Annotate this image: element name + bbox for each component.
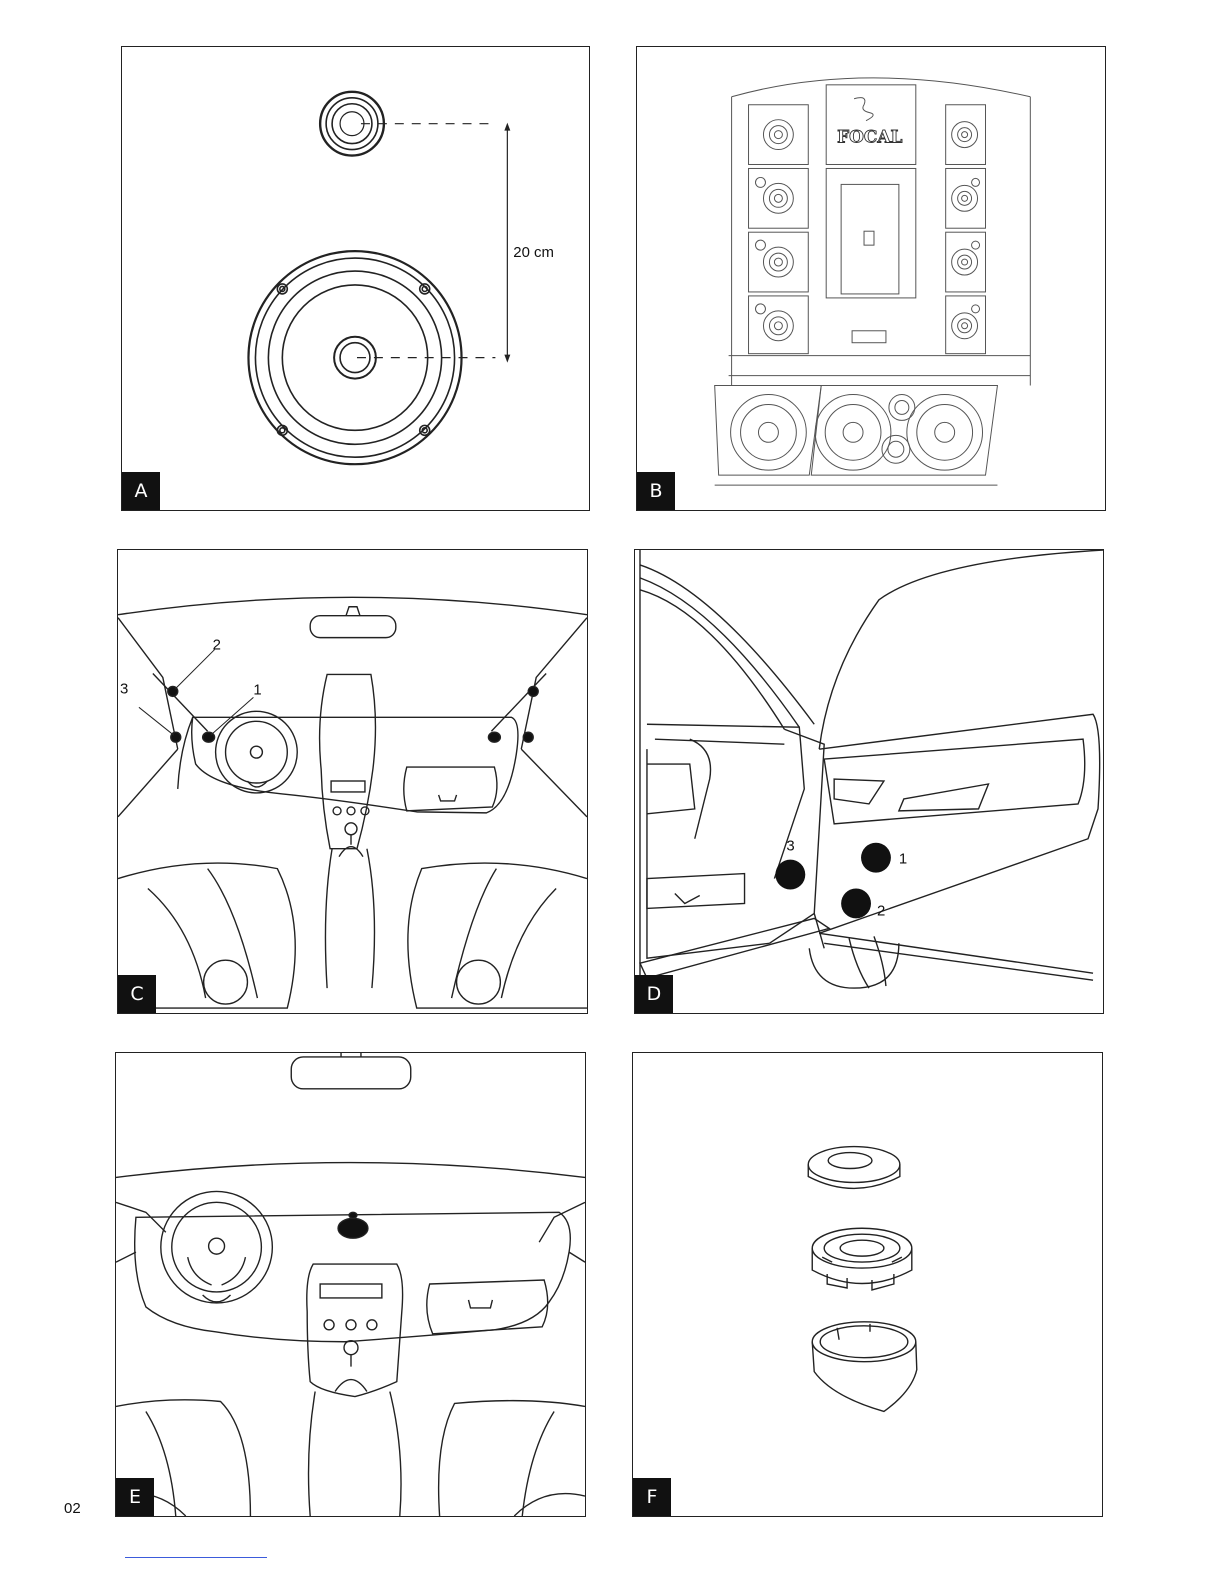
panel-e-center-position: E	[115, 1052, 586, 1517]
panel-c-label: C	[118, 975, 156, 1013]
panel-b-label: B	[637, 472, 675, 510]
panel-c-dashboard-positions: 1 2 3 C	[117, 549, 588, 1014]
dashboard-center-illustration	[116, 1053, 585, 1516]
marker-label-3: 3	[120, 680, 128, 697]
focal-logo: FOCAL	[837, 127, 902, 147]
tweeter-mount-parts-illustration	[633, 1053, 1102, 1516]
marker-label-2: 2	[213, 637, 221, 654]
distance-label: 20 cm	[513, 244, 554, 261]
panel-a-label: A	[122, 472, 160, 510]
panel-f-label: F	[633, 1478, 671, 1516]
distance-label-layer: 20 cm	[122, 47, 589, 510]
marker-label-1: 1	[899, 851, 907, 868]
brand-logo-layer: FOCAL	[637, 47, 1105, 510]
panel-a-speaker-spacing: 20 cm A	[121, 46, 590, 511]
page-number: 02	[64, 1500, 81, 1517]
marker-label-2: 2	[877, 902, 885, 919]
panel-f-tweeter-mounts: F	[632, 1052, 1103, 1517]
marker-label-3: 3	[786, 838, 794, 855]
panel-c-marker-labels: 1 2 3	[118, 550, 587, 1013]
panel-d-label: D	[635, 975, 673, 1013]
panel-d-door-positions: 1 2 3 D	[634, 549, 1104, 1014]
footer-rule	[125, 1557, 267, 1558]
panel-e-label: E	[116, 1478, 154, 1516]
panel-b-display-rack: FOCAL B	[636, 46, 1106, 511]
panel-d-marker-labels: 1 2 3	[635, 550, 1103, 1013]
marker-label-1: 1	[253, 681, 261, 698]
